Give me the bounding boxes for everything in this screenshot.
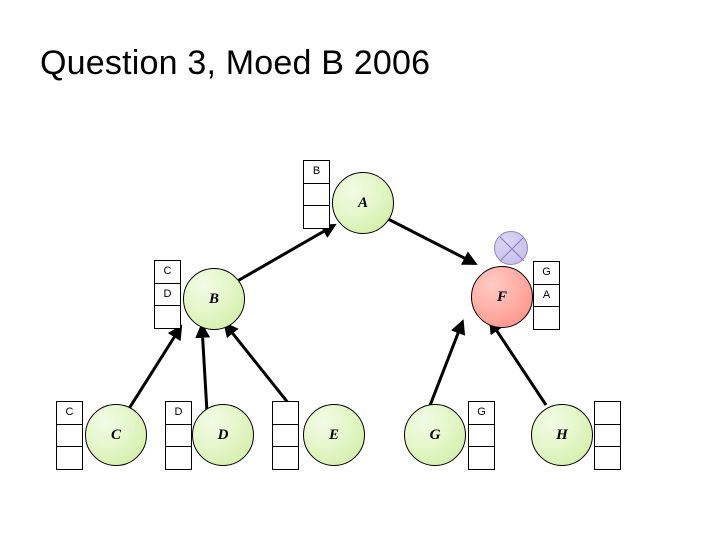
node-d-cell-0: D — [166, 402, 191, 425]
edge-h-to-f — [488, 318, 548, 406]
edge-b-to-a — [226, 223, 337, 289]
node-h-cell-2 — [595, 447, 620, 469]
graph-node-e[interactable]: E — [303, 404, 365, 466]
node-a-cell-1 — [304, 184, 329, 207]
graph-node-c[interactable]: C — [85, 404, 147, 466]
graph-node-d-label: D — [217, 426, 229, 443]
graph-node-f-label: F — [496, 288, 507, 305]
graph-node-g[interactable]: G — [404, 404, 466, 466]
crossed-circle-marker — [494, 231, 528, 265]
edge-a-to-f — [387, 217, 478, 265]
node-g-cell-2 — [469, 447, 494, 469]
node-a-table: B — [303, 160, 330, 229]
node-b-cell-1: D — [155, 284, 180, 307]
node-a-cell-2 — [304, 206, 329, 228]
node-c-cell-0: C — [57, 402, 82, 425]
node-d-table: D — [165, 401, 192, 470]
node-c-cell-2 — [57, 447, 82, 469]
edge-e-to-b — [223, 321, 295, 410]
node-g-cell-0: G — [469, 402, 494, 425]
graph-node-b-label: B — [208, 290, 219, 307]
node-e-cell-1 — [273, 425, 298, 448]
node-e-cell-2 — [273, 447, 298, 469]
graph-node-a-label: A — [357, 194, 368, 211]
node-e-cell-0 — [273, 402, 298, 425]
graph-node-d[interactable]: D — [192, 404, 254, 466]
node-h-table — [594, 401, 621, 470]
node-a-cell-0: B — [304, 161, 329, 184]
page-title: Question 3, Moed B 2006 — [40, 44, 431, 82]
graph-node-h-label: H — [556, 426, 568, 443]
graph-node-e-label: E — [328, 426, 339, 443]
graph-node-c-label: C — [110, 426, 121, 443]
node-b-cell-2 — [155, 306, 180, 328]
graph-node-b[interactable]: B — [183, 268, 245, 330]
node-d-cell-2 — [166, 447, 191, 469]
graph-node-f[interactable]: F — [471, 266, 533, 328]
node-g-cell-1 — [469, 425, 494, 448]
node-f-cell-0: G — [534, 262, 559, 285]
node-f-cell-1: A — [534, 285, 559, 308]
node-h-cell-0 — [595, 402, 620, 425]
node-g-table: G — [468, 401, 495, 470]
edge-g-to-f — [427, 319, 466, 409]
node-c-table: C — [56, 401, 83, 470]
graph-node-h[interactable]: H — [531, 404, 593, 466]
cross-lines-icon — [499, 236, 525, 262]
graph-node-a[interactable]: A — [332, 172, 394, 234]
node-f-cell-2 — [534, 307, 559, 329]
node-h-cell-1 — [595, 425, 620, 448]
node-b-cell-0: C — [155, 261, 180, 284]
node-c-cell-1 — [57, 425, 82, 448]
node-e-table — [272, 401, 299, 470]
edge-d-to-b — [195, 322, 211, 413]
node-d-cell-1 — [166, 425, 191, 448]
graph-node-g-label: G — [429, 426, 441, 443]
